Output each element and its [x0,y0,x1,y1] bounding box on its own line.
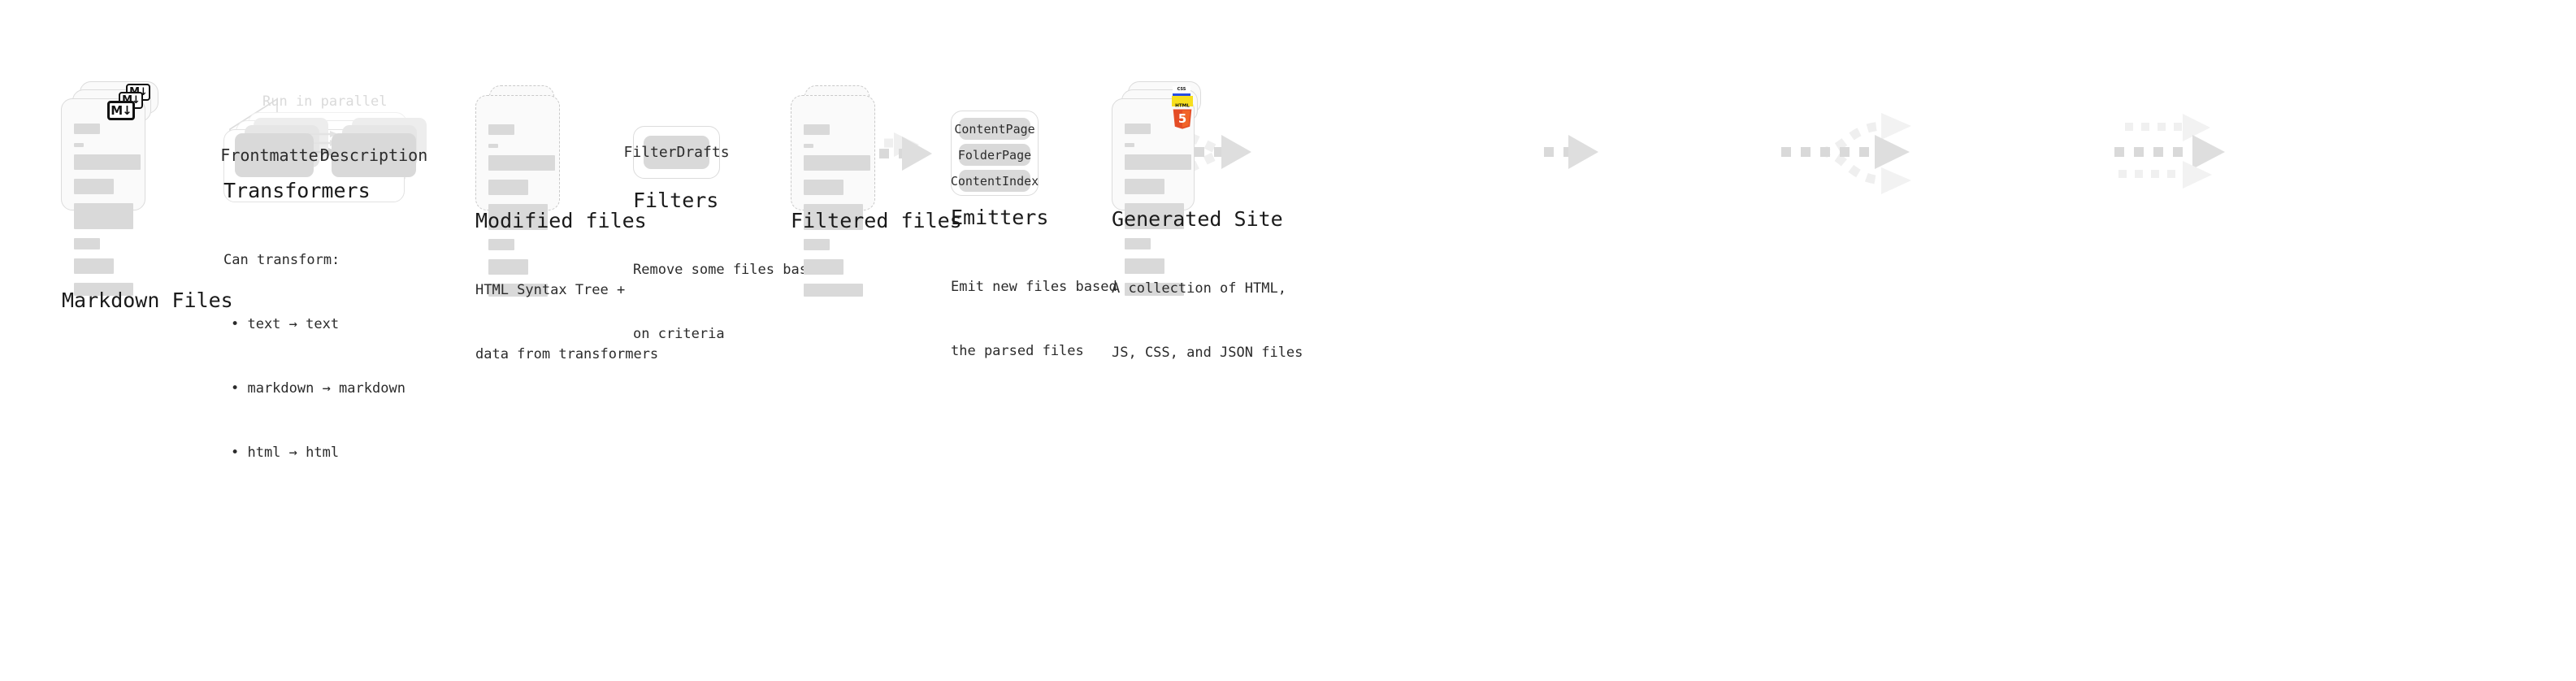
stage-subtitle-generated-site: A collection of HTML, JS, CSS, and JSON … [1112,235,1303,406]
stage-filtered-files: Filtered files [791,85,962,297]
content-line [804,144,813,148]
content-line [74,258,114,274]
subtitle-line: A collection of HTML, [1112,280,1286,297]
content-line [1125,179,1164,194]
content-line [488,144,498,148]
content-line [488,259,528,275]
content-line [804,259,843,275]
content-line [1125,283,1184,296]
content-line [74,143,84,147]
content-line [1125,154,1191,170]
stage-generated-site: CSS HTML 5 [1112,81,1303,361]
run-in-parallel-label: Run in parallel [262,93,388,110]
generated-file-stack: CSS HTML 5 [1112,81,1217,296]
subtitle-line: Emit new files based on [951,278,1143,295]
content-line [74,203,133,229]
css-icon: CSS [1173,86,1190,96]
stage-subtitle-filters: Remove some files based on criteria [633,216,824,388]
generated-content-lines [1125,124,1191,296]
markdown-file-stack: M↓ M↓ M↓ [61,81,232,296]
content-line [804,155,870,171]
js-icon [1172,96,1193,106]
stage-title-transformers: Transformers [223,179,371,202]
stage-title-filtered-files: Filtered files [791,209,962,232]
stage-title-modified-files: Modified files [475,209,647,232]
content-line [488,239,514,250]
html5-icon: HTML 5 [1170,102,1195,130]
content-line [74,154,141,170]
stage-markdown-files: M↓ M↓ M↓ Markdown Files [61,81,233,312]
svg-text:HTML: HTML [1175,104,1190,109]
subtitle-line: on criteria [633,325,725,342]
content-line [74,124,100,134]
content-line [488,180,528,195]
content-line [488,155,555,171]
stage-modified-files: Modified files HTML Syntax Tree + data f… [475,85,658,362]
content-line [804,284,863,297]
subtitle-line: • markdown → markdown [231,380,405,397]
svg-text:5: 5 [1178,111,1186,126]
stage-subtitle-modified-files: HTML Syntax Tree + data from transformer… [475,236,658,408]
chip-folderpage[interactable]: FolderPage [958,144,1031,166]
subtitle-line: • html → html [231,444,340,461]
content-line [1125,203,1184,229]
content-line [1125,258,1164,274]
subtitle-line: the parsed files [951,342,1084,359]
content-line [804,239,830,250]
modified-file-stack [475,85,573,297]
content-line [488,124,514,135]
content-line [488,284,548,297]
chip-description[interactable]: Description [320,133,427,177]
connector-filtered-files-to-emitters [1781,113,1911,194]
stage-subtitle-transformers: Can transform: • text → text • markdown … [223,206,405,506]
content-line [74,238,100,249]
chip-filterdrafts[interactable]: FilterDrafts [623,136,730,169]
subtitle-line: • text → text [231,315,340,332]
content-line [804,124,830,135]
chip-contentindex[interactable]: ContentIndex [951,170,1039,192]
content-line [1125,238,1151,249]
content-line [804,180,843,195]
content-line [1125,143,1134,147]
connector-emitters-to-generated-site [2114,114,2225,189]
chip-contentpage[interactable]: ContentPage [954,118,1035,140]
markdown-icon: M↓ [107,101,135,120]
subtitle-line: Can transform: [223,251,340,268]
content-line [74,179,114,194]
subtitle-line: data from transformers [475,345,659,362]
stage-title-filters: Filters [633,189,719,212]
subtitle-line: HTML Syntax Tree + [475,281,626,298]
markdown-content-lines [74,124,141,296]
stage-title-markdown-files: Markdown Files [62,288,233,312]
modified-content-lines [488,124,555,297]
stage-title-generated-site: Generated Site [1112,207,1283,231]
subtitle-line: JS, CSS, and JSON files [1112,344,1303,361]
stage-subtitle-emitters: Emit new files based on the parsed files [951,233,1142,405]
subtitle-line: Remove some files based [633,261,825,278]
filtered-file-stack [791,85,888,297]
connector-filters-to-filtered-files [1544,135,1598,169]
content-line [74,283,133,296]
filtered-content-lines [804,124,870,297]
chip-frontmatter[interactable]: Frontmatter [220,133,328,177]
content-line [804,204,863,230]
content-line [488,204,548,230]
stage-title-emitters: Emitters [951,206,1049,229]
content-line [1125,124,1151,134]
